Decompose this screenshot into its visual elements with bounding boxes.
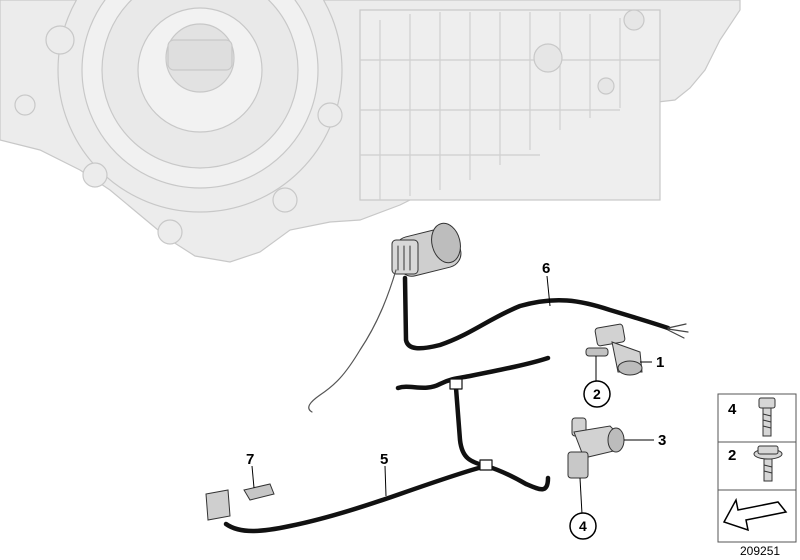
callouts: 6 1 3 5 7 2 4 [246,260,666,540]
harness-connector [391,222,462,277]
legend-row-bottom-label: 2 [728,447,736,464]
bolt-icon [758,397,776,437]
callout-3: 3 [658,432,666,449]
speed-sensor-1 [585,323,643,376]
legend-row-top-label: 4 [728,401,737,418]
callout-5: 5 [380,451,388,468]
callout-4: 4 [579,518,587,534]
connector-7-parts [205,483,275,521]
callout-2-circle [583,380,611,408]
wiring-harness-5 [223,355,551,534]
callout-6: 6 [542,260,550,277]
callout-4-circle [569,512,597,540]
callout-1: 1 [656,354,664,371]
callout-7: 7 [246,451,254,468]
hardware-legend: 4 2 [717,393,797,543]
diagram-id: 209251 [740,544,781,558]
transmission-housing-drawing [0,0,741,263]
bolt-icon [753,445,783,482]
callout-2: 2 [593,386,601,402]
wiring-harness-6 [308,222,689,413]
leader-lines [251,275,654,515]
speed-sensor-3 [567,417,625,479]
direction-arrow-icon [722,497,788,532]
